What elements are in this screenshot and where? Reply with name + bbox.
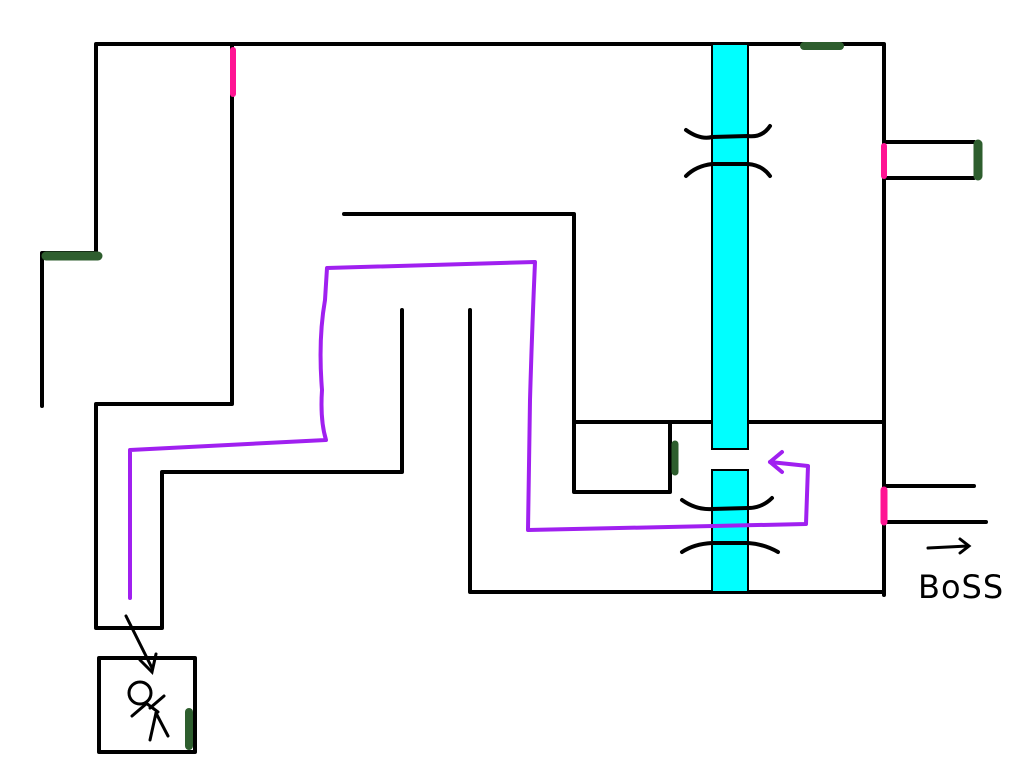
walls [40,42,988,754]
wall-inner-middle [342,212,672,494]
arrow-right-icon [926,537,972,555]
bridges [680,124,780,554]
arrow-down-icon [124,614,158,675]
bridge-lower-bottom [680,541,780,554]
doors [41,42,983,750]
route-line [128,260,810,600]
route [128,260,810,600]
bridge-upper-bottom [684,162,772,178]
wall-inner-left-corridor [94,44,404,630]
bridge-upper-top [684,124,772,140]
route-arrowhead [768,450,784,474]
water-channel [711,43,749,593]
bridge-lower-top [680,496,774,512]
wall-outer-top-left [94,42,886,597]
water-segment-upper [711,43,749,450]
stick-figure-icon [127,680,170,742]
water-segment-lower [711,469,749,593]
wall-upper-left-step [40,251,98,408]
boss-label: BoSS [918,568,1004,606]
